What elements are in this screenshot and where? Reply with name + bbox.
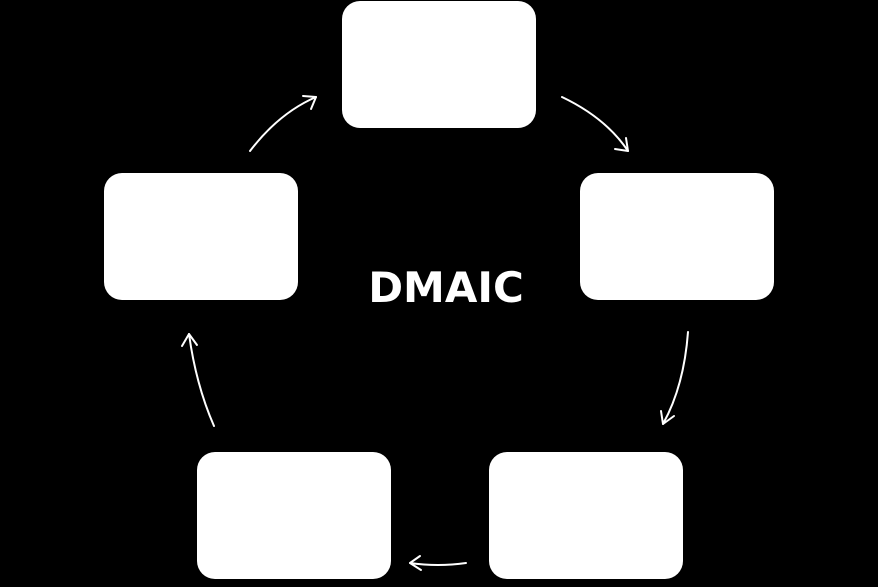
- arrow-bottom-left-to-left: [188, 333, 215, 427]
- cycle-box-bottom-left: [197, 452, 391, 579]
- cycle-box-bottom-right: [489, 452, 683, 579]
- arrow-bottom-right-to-bottom-left: [409, 562, 467, 566]
- cycle-box-top: [342, 1, 536, 128]
- arrowhead-left-to-top: [302, 95, 317, 110]
- arrowhead-bottom-left-to-left: [181, 333, 198, 347]
- center-label: DMAIC: [368, 263, 524, 312]
- cycle-box-right: [580, 173, 774, 300]
- arrow-left-to-top: [249, 96, 317, 152]
- arrow-top-to-right: [561, 96, 629, 152]
- arrowhead-bottom-right-to-bottom-left: [409, 555, 422, 571]
- arrowhead-right-to-bottom-right: [660, 410, 675, 425]
- arrowhead-top-to-right: [614, 137, 629, 152]
- cycle-box-left: [104, 173, 298, 300]
- arrow-right-to-bottom-right: [662, 331, 689, 425]
